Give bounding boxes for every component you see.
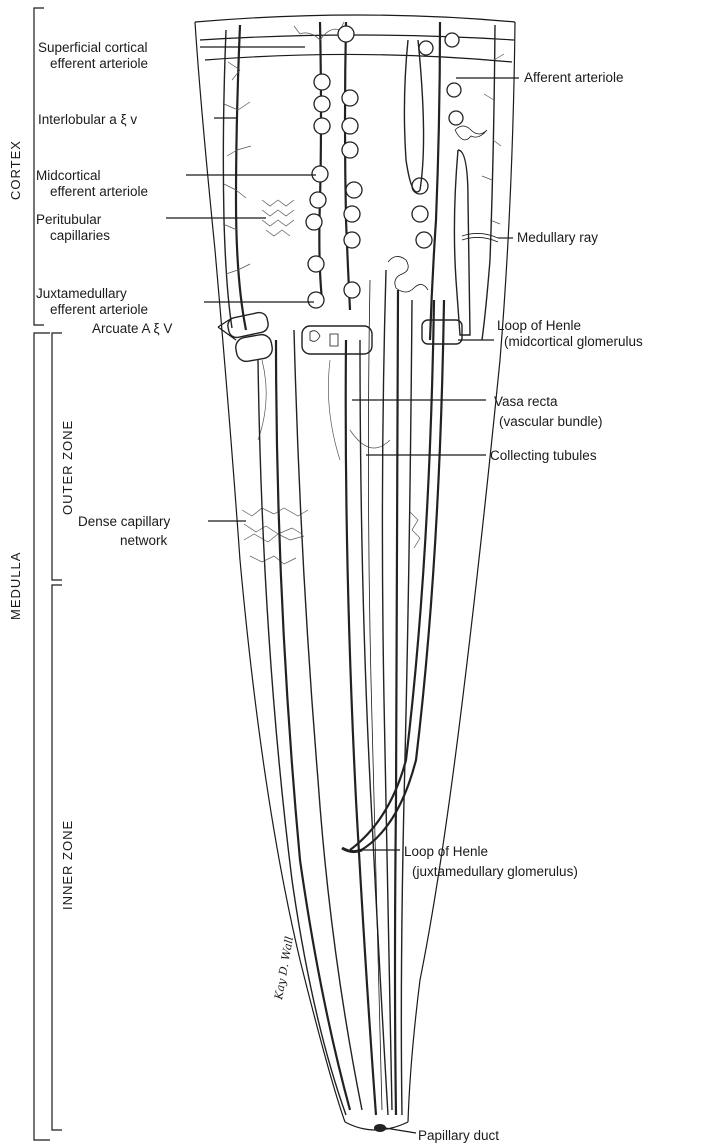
arcuate-vessel bbox=[422, 320, 462, 344]
dense-capillary-label: Dense capillary bbox=[78, 514, 171, 529]
glomerulus bbox=[344, 206, 360, 222]
glomerulus bbox=[342, 118, 358, 134]
glomerulus bbox=[312, 166, 328, 182]
artist-signature: Kay D. Wall bbox=[272, 935, 296, 1002]
leader-lines bbox=[166, 47, 519, 1133]
peritubular-network bbox=[262, 200, 294, 236]
glomerulus bbox=[314, 96, 330, 112]
glomerulus bbox=[416, 232, 432, 248]
glomerulus bbox=[306, 214, 322, 230]
arcuate-vessels bbox=[226, 311, 462, 363]
medullary-ray bbox=[388, 40, 498, 335]
collecting-tubules-label: Collecting tubules bbox=[490, 448, 597, 463]
glomeruli-column-2 bbox=[338, 22, 362, 310]
vasa-recta-label-2: (vascular bundle) bbox=[499, 414, 603, 429]
glomerulus bbox=[344, 232, 360, 248]
glomerulus bbox=[310, 192, 326, 208]
midcortical-label: Midcortical bbox=[36, 168, 101, 183]
glomerulus bbox=[445, 33, 459, 47]
interlobular-label: Interlobular a ξ v bbox=[38, 112, 137, 127]
glomerulus bbox=[342, 142, 358, 158]
peritubular-label: Peritubular bbox=[36, 212, 102, 227]
inner-zone-bracket: INNER ZONE bbox=[52, 585, 75, 1130]
superficial-cortical-label-2: efferent arteriole bbox=[50, 56, 148, 71]
glomerulus bbox=[449, 111, 463, 125]
glomerulus bbox=[447, 83, 461, 97]
loop-henle-mid-label-2: (midcortical glomerulus bbox=[504, 334, 643, 349]
medulla-label: MEDULLA bbox=[8, 552, 23, 620]
inner-zone-label: INNER ZONE bbox=[60, 820, 75, 910]
juxtamedullary-loop-of-henle bbox=[342, 300, 444, 852]
loop-henle-juxta-label-2: (juxtamedullary glomerulus) bbox=[412, 864, 578, 879]
arcuate-vessel bbox=[302, 326, 372, 354]
glomerulus bbox=[308, 292, 324, 308]
outer-zone-label: OUTER ZONE bbox=[60, 420, 75, 515]
afferent-arteriole-label: Afferent arteriole bbox=[524, 70, 624, 85]
papillary-duct-opening bbox=[374, 1124, 386, 1132]
interlobular-vessels bbox=[223, 25, 251, 330]
midcortical-label-2: efferent arteriole bbox=[50, 184, 148, 199]
papillary-duct-label: Papillary duct bbox=[418, 1128, 499, 1143]
arcuate-label: Arcuate A ξ V bbox=[92, 321, 172, 336]
glomerulus bbox=[412, 206, 428, 222]
outer-zone-bracket: OUTER ZONE bbox=[52, 333, 75, 580]
juxtamedullary-label-2: efferent arteriole bbox=[50, 302, 148, 317]
dense-capillary-label-2: network bbox=[120, 533, 168, 548]
glomerulus bbox=[419, 41, 433, 55]
glomerulus bbox=[314, 118, 330, 134]
glomerulus bbox=[308, 256, 324, 272]
glomerulus bbox=[338, 26, 354, 42]
glomerulus bbox=[344, 282, 360, 298]
glomerulus bbox=[342, 90, 358, 106]
glomerulus bbox=[346, 182, 362, 198]
glomeruli-column-1 bbox=[294, 22, 344, 308]
medullary-ray-label: Medullary ray bbox=[517, 230, 598, 245]
superficial-cortical-label: Superficial cortical bbox=[38, 40, 148, 55]
glomerulus bbox=[314, 74, 330, 90]
cortex-label: CORTEX bbox=[8, 140, 23, 200]
vasa-recta-label: Vasa recta bbox=[494, 394, 558, 409]
peritubular-label-2: capillaries bbox=[50, 228, 110, 243]
loop-henle-juxta-label: Loop of Henle bbox=[404, 844, 488, 859]
juxtamedullary-label: Juxtamedullary bbox=[36, 286, 127, 301]
cortex-bracket: CORTEX bbox=[8, 8, 44, 325]
right-interlobular-vessels bbox=[482, 25, 504, 340]
loop-henle-mid-label: Loop of Henle bbox=[497, 318, 581, 333]
medulla-bracket: MEDULLA bbox=[8, 333, 50, 1140]
dense-capillary-network bbox=[242, 360, 420, 564]
